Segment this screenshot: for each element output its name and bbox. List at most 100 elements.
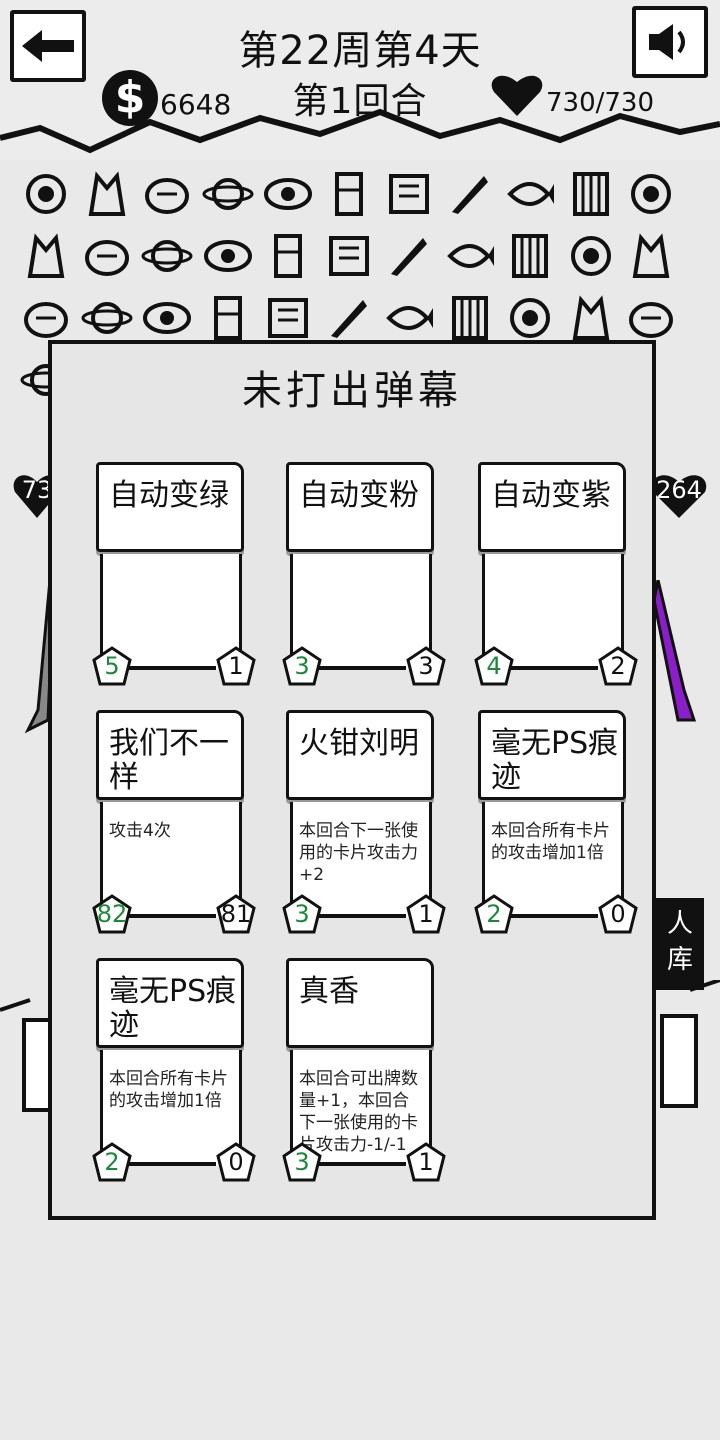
machine-item-icon[interactable]	[81, 292, 133, 344]
card[interactable]: 自动变紫 4 2	[472, 460, 638, 688]
money-amount: 6648	[160, 88, 232, 121]
deck-tag[interactable]: 人 库	[656, 898, 704, 990]
card-cost-badge: 2	[92, 1142, 132, 1182]
card-cost-badge: 2	[474, 894, 514, 934]
skewer-item-icon[interactable]	[202, 230, 254, 282]
card-bottom-edge	[128, 666, 216, 670]
card-attack: 1	[418, 1148, 434, 1176]
bracelet-item-icon[interactable]	[20, 168, 72, 220]
card-bottom-edge	[510, 666, 598, 670]
robe-item-icon[interactable]	[323, 230, 375, 282]
sword-item-icon[interactable]	[141, 230, 193, 282]
ticket-item-icon[interactable]	[504, 230, 556, 282]
card-body: 本回合所有卡片的攻击增加1倍	[100, 1050, 242, 1166]
card-name: 我们不一样	[109, 726, 229, 795]
arrow-left-icon	[22, 30, 74, 62]
lamp-item-icon[interactable]	[565, 292, 617, 344]
card[interactable]: 毫无PS痕迹本回合所有卡片的攻击增加1倍 2 0	[472, 708, 638, 936]
speaker-icon	[649, 24, 685, 60]
ball-item-icon[interactable]	[444, 292, 496, 344]
card-cost-badge: 3	[282, 646, 322, 686]
card-attack-badge: 81	[216, 894, 256, 934]
back-button[interactable]	[10, 10, 86, 82]
book-item-icon[interactable]	[383, 168, 435, 220]
card-body: 本回合可出牌数量+1，本回合下一张使用的卡片攻击力-1/-1	[290, 1050, 432, 1166]
folder-item-icon[interactable]	[383, 230, 435, 282]
card-header: 自动变绿	[96, 462, 244, 552]
card-attack-badge: 1	[216, 646, 256, 686]
card-name: 毫无PS痕迹	[491, 726, 619, 795]
bowl-item-icon[interactable]	[504, 292, 556, 344]
cola-item-icon[interactable]	[323, 168, 375, 220]
curtain-item-icon[interactable]	[565, 168, 617, 220]
card-attack-badge: 2	[598, 646, 638, 686]
horn-item-icon[interactable]	[383, 292, 435, 344]
card-attack: 0	[610, 900, 626, 928]
card-header: 我们不一样	[96, 710, 244, 800]
card-name: 自动变紫	[491, 478, 611, 513]
card-header: 毫无PS痕迹	[478, 710, 626, 800]
left-hp-value: 73	[21, 476, 53, 504]
notebook-item-icon[interactable]	[625, 168, 677, 220]
card[interactable]: 自动变粉 3 3	[280, 460, 446, 688]
card-description: 本回合所有卡片的攻击增加1倍	[491, 821, 610, 863]
fish-item-icon[interactable]	[504, 168, 556, 220]
card-header: 火钳刘明	[286, 710, 434, 800]
sound-button[interactable]	[632, 6, 708, 78]
card-description: 本回合可出牌数量+1，本回合下一张使用的卡片攻击力-1/-1	[299, 1069, 418, 1155]
planet-item-icon[interactable]	[202, 168, 254, 220]
card-attack: 2	[610, 652, 626, 680]
card-attack-badge: 1	[406, 894, 446, 934]
card-header: 真香	[286, 958, 434, 1048]
card-attack-badge: 1	[406, 1142, 446, 1182]
card-bottom-edge	[510, 914, 598, 918]
card-cost-badge: 3	[282, 894, 322, 934]
card-attack-badge: 0	[598, 894, 638, 934]
card-name: 自动变绿	[109, 478, 229, 513]
sword-2-item-icon[interactable]	[262, 230, 314, 282]
hat-item-icon[interactable]	[262, 292, 314, 344]
card-bottom-edge	[318, 914, 406, 918]
card[interactable]: 火钳刘明本回合下一张使用的卡片攻击力+2 3 1	[280, 708, 446, 936]
dress-item-icon[interactable]	[81, 168, 133, 220]
card-cost: 2	[486, 900, 502, 928]
card-cost-badge: 3	[282, 1142, 322, 1182]
card-body	[290, 554, 432, 670]
card-name: 毫无PS痕迹	[109, 974, 237, 1043]
bird-item-icon[interactable]	[20, 230, 72, 282]
card-attack: 3	[418, 652, 434, 680]
cup-item-icon[interactable]	[202, 292, 254, 344]
card[interactable]: 自动变绿 5 1	[90, 460, 256, 688]
eye-item-icon[interactable]	[262, 168, 314, 220]
card-description: 本回合下一张使用的卡片攻击力+2	[299, 821, 418, 885]
face-item-icon[interactable]	[565, 230, 617, 282]
card-cost: 3	[294, 900, 310, 928]
card-cost: 4	[486, 652, 502, 680]
card-header: 自动变粉	[286, 462, 434, 552]
card-cost: 2	[104, 1148, 120, 1176]
panel-title: 未打出弹幕	[242, 368, 462, 414]
card[interactable]: 毫无PS痕迹本回合所有卡片的攻击增加1倍 2 0	[90, 956, 256, 1184]
card-body	[482, 554, 624, 670]
card-attack-badge: 0	[216, 1142, 256, 1182]
coin-bag-item-icon[interactable]	[141, 168, 193, 220]
note-item-icon[interactable]	[141, 292, 193, 344]
card-cost-badge: 5	[92, 646, 132, 686]
keyboard-item-icon[interactable]	[81, 230, 133, 282]
card-attack-badge: 3	[406, 646, 446, 686]
mask-item-icon[interactable]	[20, 292, 72, 344]
chili-item-icon[interactable]	[444, 168, 496, 220]
card-cost: 3	[294, 652, 310, 680]
card-description: 本回合所有卡片的攻击增加1倍	[109, 1069, 228, 1111]
knife-item-icon[interactable]	[323, 292, 375, 344]
card-attack: 1	[228, 652, 244, 680]
round-title: 第1回合	[292, 81, 428, 122]
card-body	[100, 554, 242, 670]
bamboo-item-icon[interactable]	[444, 230, 496, 282]
hang-sign-item-icon[interactable]	[625, 230, 677, 282]
card-bottom-edge	[318, 1162, 406, 1166]
window-item-icon[interactable]	[625, 292, 677, 344]
